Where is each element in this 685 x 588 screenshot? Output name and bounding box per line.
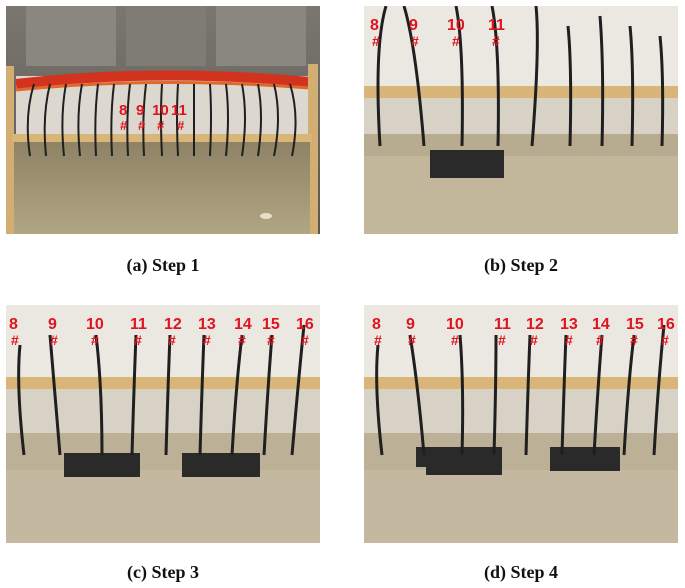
tile-block: [430, 150, 504, 178]
probe-hash-8: #: [120, 118, 128, 133]
probe-hash-14: #: [596, 332, 604, 348]
probe-cables: [26, 83, 297, 157]
probe-hash-10: #: [451, 332, 459, 348]
probe-hash-8: #: [374, 332, 382, 348]
probe-label-9: 9: [48, 316, 57, 333]
probe-hash-8: #: [372, 33, 380, 49]
probe-label-9: 9: [406, 316, 415, 333]
probe-hash-9: #: [138, 118, 146, 133]
probe-hash-14: #: [238, 332, 246, 348]
probes: [17, 324, 306, 456]
probe-hash-11: #: [498, 332, 506, 348]
probe-label-16: 16: [296, 316, 314, 333]
probe-label-8: 8: [372, 316, 381, 333]
probe-hash-9: #: [408, 332, 416, 348]
tile-block-1: [416, 447, 502, 475]
probe-hash-11: #: [134, 332, 142, 348]
probe-label-11: 11: [130, 316, 147, 333]
probe-label-10: 10: [86, 316, 104, 333]
probe-label-10: 10: [152, 102, 169, 119]
probe-label-14: 14: [234, 316, 252, 333]
probe-label-9: 9: [136, 102, 144, 119]
photo-step-4-scene: 8 9 10 11 12 13 14 15 16 # # # # # # # #…: [364, 305, 678, 543]
photo-step-2-scene: 8 9 10 11 # # # #: [364, 6, 678, 234]
probe-hash-12: #: [168, 332, 176, 348]
probe-hash-15: #: [630, 332, 638, 348]
tile-block-2: [550, 447, 620, 471]
caption-step-1: (a) Step 1: [126, 255, 200, 275]
probe-label-12: 12: [526, 316, 544, 333]
probe-hash-9: #: [411, 33, 419, 49]
probes: [376, 6, 665, 147]
probe-label-10: 10: [447, 17, 465, 34]
photo-step-3: 8 9 10 11 12 13 14 15 16 # # # # # # # #…: [6, 305, 320, 543]
probe-label-13: 13: [560, 316, 578, 333]
probe-hash-8: #: [11, 332, 19, 348]
probe-hash-9: #: [50, 332, 58, 348]
tile-block-2: [182, 453, 260, 477]
probe-label-11: 11: [171, 102, 187, 119]
probe-label-16: 16: [657, 316, 675, 333]
photo-step-3-scene: 8 9 10 11 12 13 14 15 16 # # # # # # # #…: [6, 305, 320, 543]
probe-hash-11: #: [177, 118, 185, 133]
photo-step-4: 8 9 10 11 12 13 14 15 16 # # # # # # # #…: [364, 305, 678, 543]
probe-hash-10: #: [157, 118, 165, 133]
photo-step-1-scene: 8 9 10 11 # # # #: [6, 6, 320, 234]
photo-step-2: 8 9 10 11 # # # #: [364, 6, 678, 234]
probe-label-14: 14: [592, 316, 610, 333]
probe-label-15: 15: [262, 316, 280, 333]
probe-labels: 8 9 10 11 # # # #: [119, 102, 187, 133]
probe-label-12: 12: [164, 316, 182, 333]
probe-hash-11: #: [492, 33, 500, 49]
probe-label-11: 11: [494, 316, 511, 333]
tile-block-1: [64, 453, 140, 477]
probe-label-10: 10: [446, 316, 464, 333]
probe-label-8: 8: [119, 102, 127, 119]
probe-hash-12: #: [530, 332, 538, 348]
caption-step-3: (c) Step 3: [127, 562, 199, 582]
caption-step-2: (b) Step 2: [483, 255, 558, 275]
probe-hash-10: #: [452, 33, 460, 49]
probe-hash-15: #: [267, 332, 275, 348]
probe-hash-16: #: [301, 332, 309, 348]
probe-labels: 8 9 10 11 # # # #: [370, 17, 505, 49]
probe-label-8: 8: [370, 17, 379, 34]
probe-label-9: 9: [409, 17, 418, 34]
probes: [375, 324, 666, 456]
probe-hash-13: #: [565, 332, 573, 348]
probe-hash-10: #: [91, 332, 99, 348]
probe-label-8: 8: [9, 316, 18, 333]
photo-step-1: 8 9 10 11 # # # #: [6, 6, 320, 234]
probe-labels: 8 9 10 11 12 13 14 15 16 # # # # # # # #…: [9, 316, 314, 348]
probe-hash-13: #: [203, 332, 211, 348]
probe-hash-16: #: [661, 332, 669, 348]
probe-label-15: 15: [626, 316, 644, 333]
caption-step-4: (d) Step 4: [483, 562, 558, 582]
probe-labels: 8 9 10 11 12 13 14 15 16 # # # # # # # #…: [372, 316, 675, 348]
probe-label-11: 11: [488, 17, 505, 34]
probe-label-13: 13: [198, 316, 216, 333]
